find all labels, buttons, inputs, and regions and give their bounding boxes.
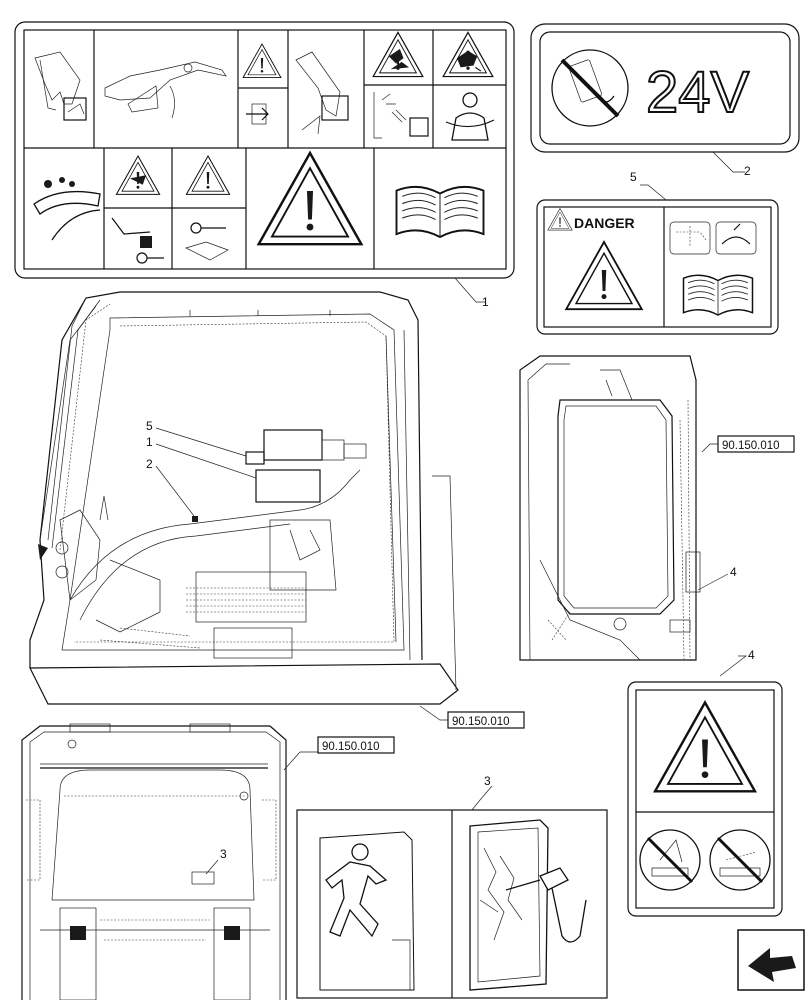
warning-triangle-icon — [653, 701, 757, 793]
danger-text: DANGER — [574, 215, 635, 231]
voltage-text: 24V — [646, 60, 750, 125]
decal-1-panel — [14, 21, 515, 279]
no-entry-icon — [639, 829, 701, 891]
crush-hazard-icon — [372, 31, 424, 78]
callout-5: 5 — [630, 170, 637, 184]
seatbelt-operator-icon — [445, 92, 495, 141]
reference-cab: 90.150.010 — [722, 440, 780, 452]
excavator-arm-icon — [34, 51, 87, 121]
decal-2-voltage: 24V — [530, 23, 800, 153]
warning-triangle-icon — [115, 155, 161, 195]
callout-2: 2 — [744, 164, 751, 178]
cab-callout-1: 1 — [146, 435, 153, 449]
warning-triangle-icon — [185, 155, 231, 195]
ref-box-side — [447, 711, 525, 729]
warning-triangle-icon — [565, 241, 643, 311]
no-entry-icon — [709, 829, 771, 891]
decal-3-panel — [296, 809, 608, 999]
excavator-boom-icon — [104, 61, 227, 119]
side-callout-4: 4 — [730, 565, 737, 579]
callout-1: 1 — [482, 295, 489, 309]
crush-hazard-icon — [442, 31, 494, 78]
callout-4: 4 — [748, 648, 755, 662]
cab-callout-5: 5 — [146, 419, 153, 433]
ref-box-rear — [317, 736, 395, 754]
reference-rear: 90.150.010 — [322, 741, 380, 753]
decal-4-panel — [627, 681, 783, 917]
no-phone-icon — [551, 49, 629, 127]
cab-callout-2: 2 — [146, 457, 153, 471]
lock-key-icon — [111, 217, 164, 264]
rear-callout-3: 3 — [220, 847, 227, 861]
warning-triangle-icon — [257, 151, 363, 246]
safe-distance-icon — [373, 92, 429, 139]
cab-rear-side-view — [519, 355, 701, 661]
nav-arrow-icon[interactable] — [737, 929, 805, 991]
warning-triangle-icon — [242, 43, 282, 79]
hammer-glass-icon — [469, 819, 587, 991]
operator-lever-icon — [33, 177, 101, 241]
cab-rear-view — [21, 723, 287, 1000]
exit-arrow-icon — [246, 103, 269, 125]
cab-side-view — [29, 291, 459, 705]
manual-book-icon — [682, 274, 754, 316]
callout-3: 3 — [484, 774, 491, 788]
excavator-arm-icon — [295, 51, 349, 135]
warning-triangle-icon — [547, 208, 573, 231]
manual-key-icon — [185, 222, 229, 261]
decal-5-danger: DANGER — [536, 199, 779, 335]
manual-book-icon — [395, 185, 485, 238]
reference-side: 90.150.010 — [452, 716, 510, 728]
ref-box-cab — [717, 435, 795, 453]
emergency-exit-icon — [319, 831, 415, 991]
